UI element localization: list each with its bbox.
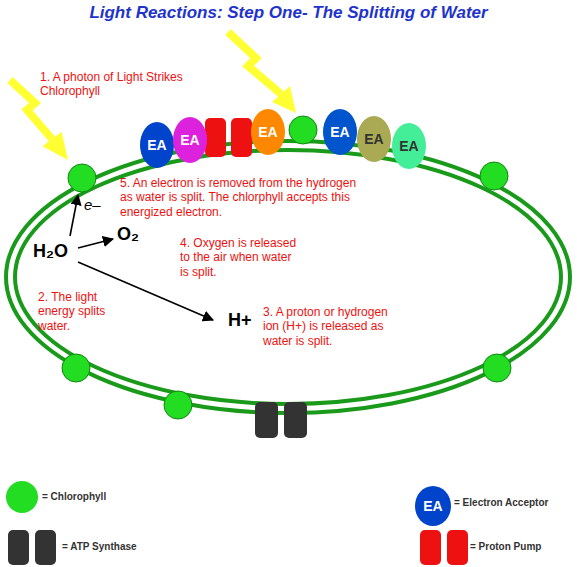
legend-swatch: [6, 481, 38, 513]
electron-symbol: e–: [84, 196, 101, 214]
chlorophyll: [68, 164, 96, 192]
acceptor-oval: [323, 109, 357, 155]
oxygen-formula: O₂: [117, 224, 139, 246]
legend-acceptor-label: EA: [423, 498, 442, 515]
legend-text: = Chlorophyll: [42, 491, 106, 503]
acceptor-oval: [392, 123, 426, 169]
acceptor-oval: [140, 122, 174, 168]
step-note: 2. The light energy splits water.: [38, 290, 130, 333]
light-photon: [228, 32, 296, 113]
legend-swatch: [415, 486, 451, 526]
chlorophyll: [480, 162, 508, 190]
step-note: 5. An electron is removed from the hydro…: [120, 176, 370, 219]
legend-swatch: [8, 530, 56, 565]
electron-acceptor: EA: [172, 116, 208, 164]
atp-synthase: [255, 402, 307, 438]
water-formula: H₂O: [33, 241, 68, 263]
acceptor-label: EA: [356, 115, 392, 163]
acceptor-oval: [251, 109, 285, 155]
legend-text: = Electron Acceptor: [454, 497, 548, 509]
proton-pump: [205, 118, 252, 157]
acceptor-label: EA: [250, 108, 286, 156]
legend-text: = ATP Synthase: [62, 541, 137, 553]
acceptor-label: EA: [391, 122, 427, 170]
chlorophyll-group: [62, 116, 511, 419]
legend-text: = Proton Pump: [470, 541, 541, 553]
acceptor-oval: [173, 117, 207, 163]
chlorophyll: [289, 116, 317, 144]
electron-acceptor: EA: [322, 108, 358, 156]
proton-symbol: H+: [228, 310, 252, 332]
acceptor-oval: [357, 116, 391, 162]
oxygen-arrow: [78, 239, 113, 248]
electron-acceptor: EA: [139, 121, 175, 169]
legend-swatch: [420, 530, 468, 565]
acceptor-label: EA: [172, 116, 208, 164]
electron-acceptor: EA: [250, 108, 286, 156]
electron-acceptor: EA: [391, 122, 427, 170]
chlorophyll: [62, 354, 90, 382]
acceptor-label: EA: [139, 121, 175, 169]
acceptor-label: EA: [322, 108, 358, 156]
step-note: 3. A proton or hydrogen ion (H+) is rele…: [263, 305, 388, 348]
chlorophyll: [483, 354, 511, 382]
membrane-outer: [6, 141, 570, 413]
title: Light Reactions: Step One- The Splitting…: [0, 3, 577, 23]
step-note: 1. A photon of Light Strikes Chlorophyll: [40, 70, 190, 99]
membrane-inner: [15, 150, 561, 404]
electron-acceptor: EA: [356, 115, 392, 163]
chlorophyll: [164, 391, 192, 419]
electron-arrow: [70, 195, 78, 236]
step-note: 4. Oxygen is released to the air when wa…: [180, 236, 302, 279]
